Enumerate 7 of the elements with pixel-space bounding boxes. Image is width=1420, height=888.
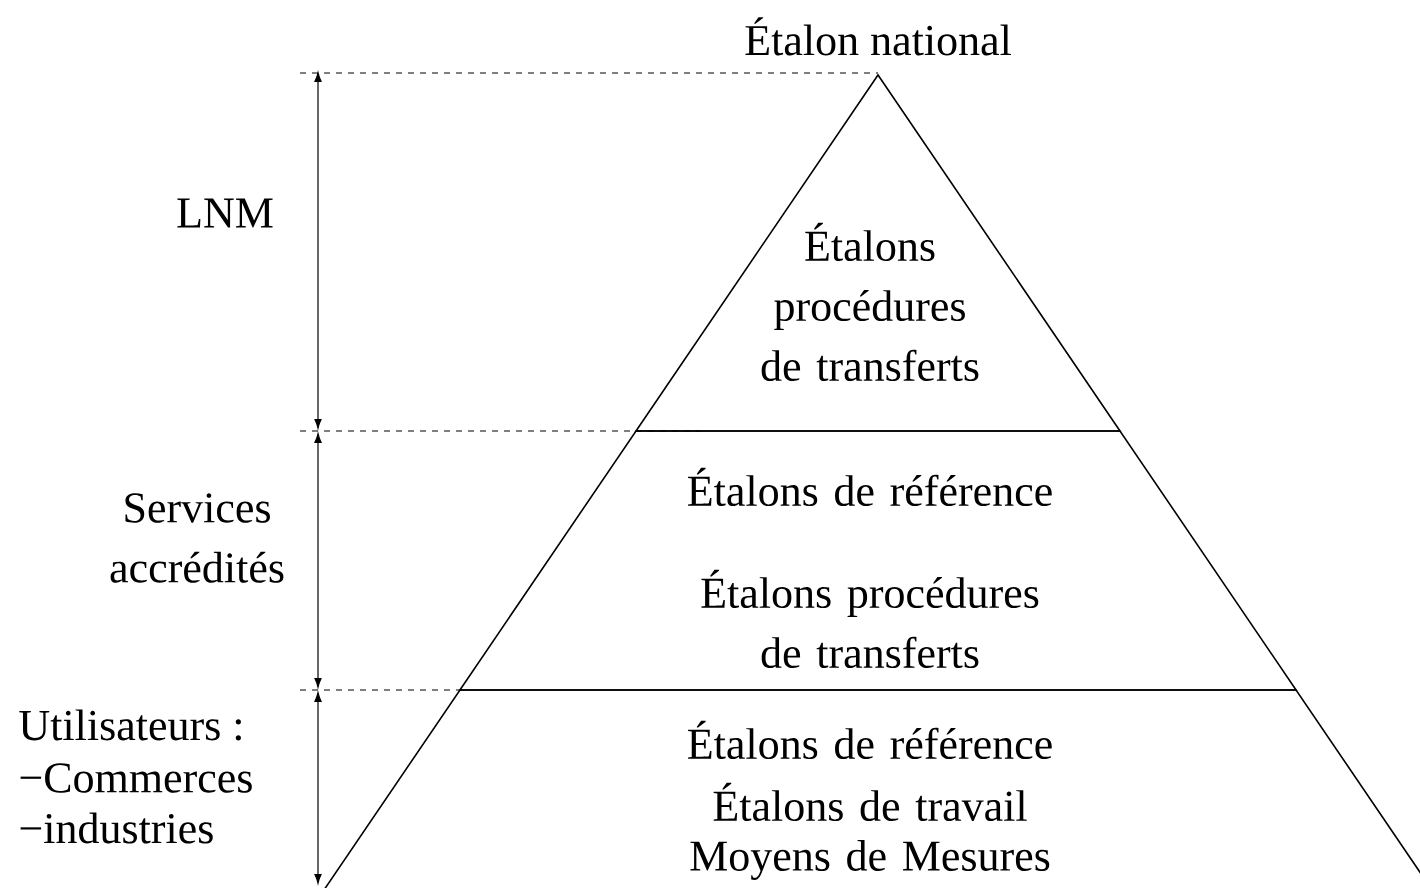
pyramid-band: Étalons de référence Étalons de travail Moyens de Mesures [316, 689, 1420, 888]
dimension-label: LNM [177, 198, 273, 228]
dimension-label: −industries [20, 812, 213, 844]
dimension-label: Services accrédités [110, 493, 284, 583]
node-label: Étalon national [745, 17, 1011, 56]
dimension-label: −Commerces [20, 763, 252, 793]
dimension-label: Utilisateurs : [19, 709, 241, 741]
